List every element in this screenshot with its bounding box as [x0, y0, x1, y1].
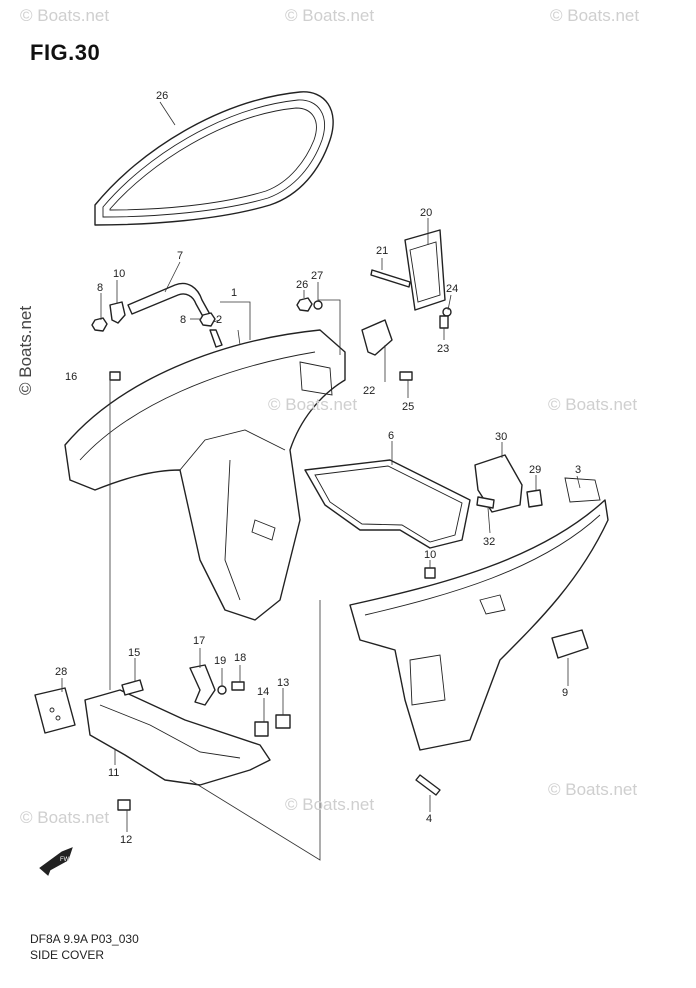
callout-11: 10	[424, 549, 436, 561]
watermark: © Boats.net	[548, 780, 638, 799]
callout-9: 10	[113, 268, 125, 280]
figure-code: DF8A 9.9A P03_030	[30, 932, 139, 946]
watermark: © Boats.net	[550, 6, 640, 25]
callout-14: 13	[277, 677, 289, 689]
callout-1: 1	[231, 287, 237, 299]
part-7-hose	[127, 282, 213, 323]
part-29-pad	[34, 687, 76, 734]
watermark: © Boats.net	[20, 6, 110, 25]
part-18-bracket	[189, 664, 216, 706]
part-3-side-cover	[349, 477, 609, 751]
part-23-bracket	[361, 319, 393, 356]
part-26-bolt	[399, 371, 413, 381]
callout-8-b: 8	[180, 314, 186, 326]
part-25-washer	[442, 307, 452, 317]
callout-5: 26	[156, 90, 168, 102]
fwd-arrow: FWD	[39, 847, 74, 876]
watermark: © Boats.net	[285, 6, 375, 25]
fwd-label: FWD	[60, 857, 74, 863]
watermark: © Boats.net	[548, 395, 638, 414]
part-21-latch-lever	[404, 229, 446, 311]
watermark: © Boats.net	[285, 795, 375, 814]
callout-27: 26	[296, 279, 308, 291]
part-1-side-cover	[64, 329, 346, 621]
callout-8-a: 8	[97, 282, 103, 294]
callout-12: 11	[108, 767, 119, 779]
figure-name: SIDE COVER	[30, 948, 105, 962]
part-8-nut-b	[199, 312, 216, 327]
watermark: © Boats.net	[268, 395, 358, 414]
callout-labels: 26 7 10 8 1 8 2 16 20 21 24 23 26 27 22 …	[55, 90, 581, 846]
part-11-screw	[424, 567, 436, 579]
part-17-screw	[109, 371, 121, 381]
part-2-bolt	[209, 329, 223, 348]
part-15-grommet	[254, 721, 269, 737]
callout-10: 9	[562, 687, 568, 699]
callout-28: 27	[311, 270, 323, 282]
callout-3: 3	[575, 464, 581, 476]
part-4-bolt	[415, 774, 441, 796]
callout-16: 15	[128, 647, 140, 659]
callout-25: 24	[446, 283, 458, 295]
callout-4: 4	[426, 813, 432, 825]
part-5-seal-ring	[94, 91, 334, 226]
callout-18: 17	[193, 635, 205, 647]
part-22-pin	[370, 269, 411, 288]
part-20-washer	[217, 685, 227, 695]
part-32-screw	[476, 496, 495, 509]
part-27-nut	[296, 297, 313, 312]
part-30-grommet	[526, 489, 543, 508]
callout-31: 30	[495, 431, 507, 443]
part-14-grommet	[275, 714, 291, 729]
part-10-pad	[551, 629, 589, 659]
callout-17: 16	[65, 371, 77, 383]
part-6-gasket	[304, 459, 471, 549]
callout-15: 14	[257, 686, 269, 698]
callout-21: 20	[420, 207, 432, 219]
callout-6: 6	[388, 430, 394, 442]
watermark-side: © Boats.net	[16, 305, 35, 395]
callout-13: 12	[120, 834, 132, 846]
leader-lines	[61, 101, 581, 861]
part-16-clip	[121, 679, 144, 696]
part-8-nut-a	[91, 317, 108, 332]
callout-22: 21	[376, 245, 388, 257]
part-12-lower-cover	[84, 689, 271, 786]
part-28-washer	[313, 300, 323, 310]
watermark: © Boats.net	[20, 808, 110, 827]
part-31-latch	[474, 454, 523, 513]
callout-30: 29	[529, 464, 541, 476]
callout-29: 28	[55, 666, 67, 678]
part-19-screw	[231, 681, 245, 691]
part-13-screw	[117, 799, 131, 811]
part-24-bolt	[439, 315, 449, 329]
callout-20: 19	[214, 655, 226, 667]
figure-title: FIG.30	[30, 40, 101, 65]
callout-2: 2	[216, 314, 222, 326]
callout-24: 23	[437, 343, 449, 355]
callout-23: 22	[363, 385, 375, 397]
part-9-clip	[109, 301, 126, 324]
callout-19: 18	[234, 652, 246, 664]
callout-32: 32	[483, 536, 495, 548]
callout-7: 7	[177, 250, 183, 262]
callout-26: 25	[402, 401, 414, 413]
